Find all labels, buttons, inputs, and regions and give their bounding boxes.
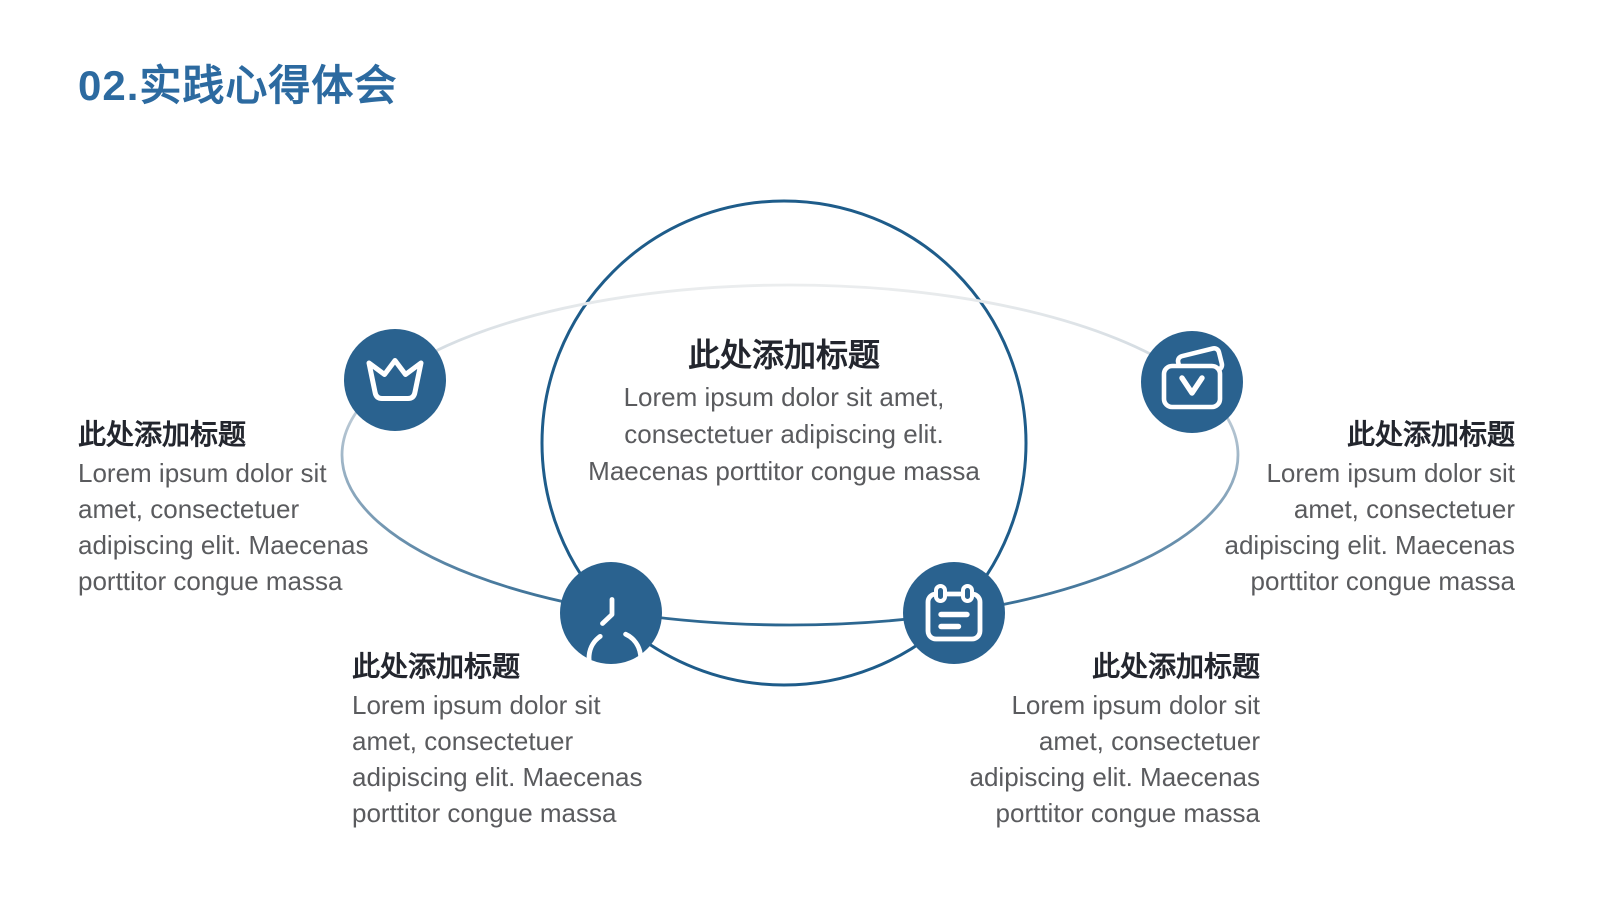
item-bottom-right-text-block: 此处添加标题 Lorem ipsum dolor sit amet, conse… [930, 650, 1261, 831]
page-title: 02.实践心得体会 [78, 62, 398, 109]
item-left-text-block: 此处添加标题 Lorem ipsum dolor sit amet, conse… [78, 418, 408, 599]
notepad-icon [903, 562, 1005, 664]
item-left-body: Lorem ipsum dolor sit amet, consectetuer… [78, 458, 369, 596]
item-right-heading: 此处添加标题 [1346, 419, 1515, 450]
center-heading: 此处添加标题 [687, 337, 880, 373]
clock-icon [560, 562, 662, 686]
center-circle [540, 199, 1028, 687]
item-right-body: Lorem ipsum dolor sit amet, consectetuer… [1224, 458, 1516, 596]
item-bottom-right-body: Lorem ipsum dolor sit amet, consectetuer… [969, 690, 1261, 828]
orbit-ellipse [340, 283, 1240, 627]
vip-card-icon [1141, 331, 1243, 433]
center-text-block: 此处添加标题 Lorem ipsum dolor sit amet, conse… [534, 334, 1034, 490]
item-left-heading: 此处添加标题 [78, 419, 247, 450]
item-bottom-right-heading: 此处添加标题 [1091, 651, 1260, 682]
item-bottom-left-text-block: 此处添加标题 Lorem ipsum dolor sit amet, conse… [352, 650, 682, 831]
item-bottom-left-body: Lorem ipsum dolor sit amet, consectetuer… [352, 690, 643, 828]
center-body: Lorem ipsum dolor sit amet, consectetuer… [588, 382, 980, 486]
crown-icon [344, 329, 446, 431]
item-bottom-left-heading: 此处添加标题 [352, 651, 521, 682]
item-right-text-block: 此处添加标题 Lorem ipsum dolor sit amet, conse… [1185, 418, 1516, 599]
